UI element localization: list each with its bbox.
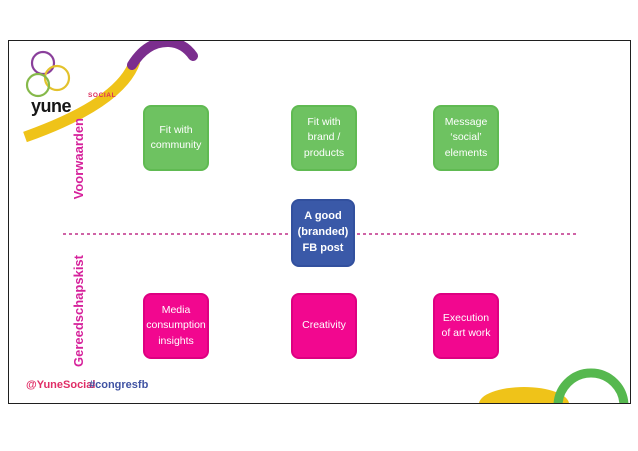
box-creativity: Creativity xyxy=(291,293,357,359)
box-execution-art-work: Execution of art work xyxy=(433,293,499,359)
box-fit-community: Fit with community xyxy=(143,105,209,171)
yellow-hill-icon xyxy=(479,387,569,403)
brand-tagline: SOCIAL xyxy=(88,92,117,99)
footer-hashtag: #congresfb xyxy=(89,379,149,391)
box-media-consumption-insights: Media consumption insights xyxy=(143,293,209,359)
green-ring-icon xyxy=(553,368,629,403)
slide: SOCIAL yune Voorwaarden Gereedschapskist… xyxy=(8,40,631,404)
box-message-social-elements: Message ‘social’ elements xyxy=(433,105,499,171)
purple-swoosh-icon xyxy=(127,41,198,70)
section-label-voorwaarden: Voorwaarden xyxy=(70,118,86,200)
footer-twitter-handle: @YuneSocial xyxy=(26,379,96,391)
box-fit-brand-products: Fit with brand / products xyxy=(291,105,357,171)
brand-name: yune xyxy=(31,96,72,116)
logo-mark-icon xyxy=(25,50,71,98)
section-label-gereedschapskist: Gereedschapskist xyxy=(70,254,86,367)
box-good-branded-fb-post: A good (branded) FB post xyxy=(291,199,355,267)
